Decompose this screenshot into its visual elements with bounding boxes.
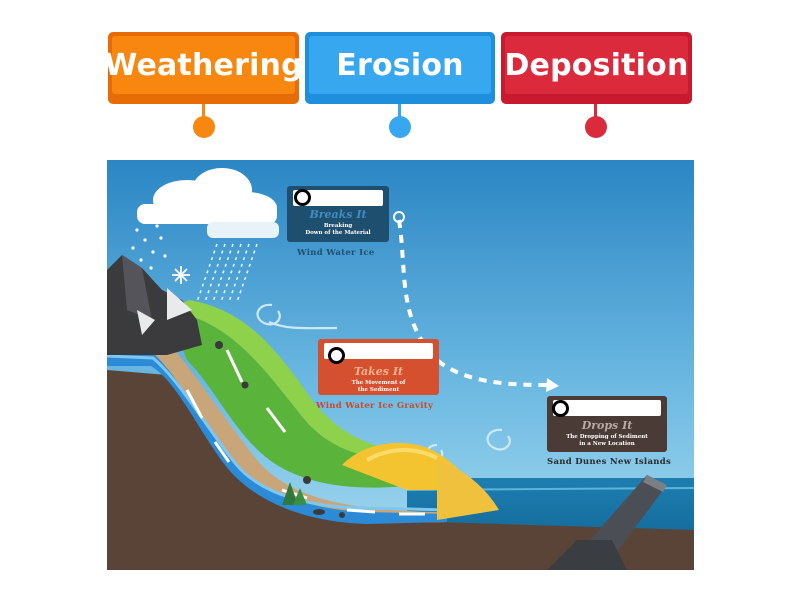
deposition-stem — [594, 104, 597, 120]
weathering-tile-face — [112, 36, 295, 94]
erosion-tile[interactable]: Erosion — [305, 32, 495, 104]
cloud-icon — [137, 168, 279, 238]
snowflake-icon — [172, 266, 190, 284]
deposition-caption: Sand Dunes New Islands — [547, 457, 672, 467]
erosion-drop-marker[interactable] — [328, 347, 345, 364]
weathering-box-desc2: Down of the Material — [305, 230, 371, 236]
erosion-box-desc1: The Movement of — [351, 380, 406, 386]
deposition-label-box: Drops It The Dropping of Sediment in a N… — [547, 396, 667, 452]
tree-icon — [282, 482, 307, 505]
diagram-scene: Breaks It Breaking Down of the Material … — [107, 160, 694, 570]
weathering-drop-slot[interactable] — [293, 190, 383, 206]
erosion-caption: Wind Water Ice Gravity — [316, 401, 434, 411]
erosion-tile-label: Erosion — [336, 47, 464, 83]
erosion-box-title: Takes It — [353, 365, 404, 378]
dashed-arrow-path — [397, 219, 553, 387]
green-hillside — [167, 310, 437, 488]
deposition-drag-pin[interactable] — [585, 116, 607, 138]
deposition-drop-slot[interactable] — [553, 400, 661, 416]
deposition-drop-marker[interactable] — [552, 400, 569, 417]
deposition-tile[interactable]: Deposition — [501, 32, 692, 104]
erosion-box-desc2: the Sediment — [357, 387, 400, 393]
weathering-caption: Wind Water Ice — [297, 248, 375, 258]
pebbles — [215, 341, 345, 518]
weathering-tile-label: Weathering — [104, 47, 303, 83]
weathering-drop-marker[interactable] — [294, 189, 311, 206]
snow-icon — [131, 224, 167, 270]
deposition-box-title: Drops It — [581, 419, 633, 432]
weathering-tile[interactable]: Weathering — [104, 32, 303, 104]
erosion-tile-face — [309, 36, 491, 94]
bedrock — [107, 370, 694, 570]
erosion-label-box: Takes It The Movement of the Sediment — [318, 339, 439, 395]
landscape-illustration — [107, 160, 694, 570]
erosion-drop-slot[interactable] — [324, 343, 433, 359]
weathering-stem — [202, 104, 205, 120]
weathering-box-desc1: Breaking — [323, 223, 353, 229]
weathering-drag-pin[interactable] — [193, 116, 215, 138]
rain-icon — [196, 243, 258, 303]
deposition-box-desc2: in a New Location — [579, 441, 635, 447]
erosion-stem — [398, 104, 401, 120]
deposition-tile-label: Deposition — [504, 47, 689, 83]
erosion-drag-pin[interactable] — [389, 116, 411, 138]
deposition-box-desc1: The Dropping of Sediment — [566, 434, 648, 440]
weathering-label-box: Breaks It Breaking Down of the Material — [287, 186, 389, 242]
weathering-box-title: Breaks It — [309, 208, 367, 221]
deposition-tile-face — [505, 36, 688, 94]
